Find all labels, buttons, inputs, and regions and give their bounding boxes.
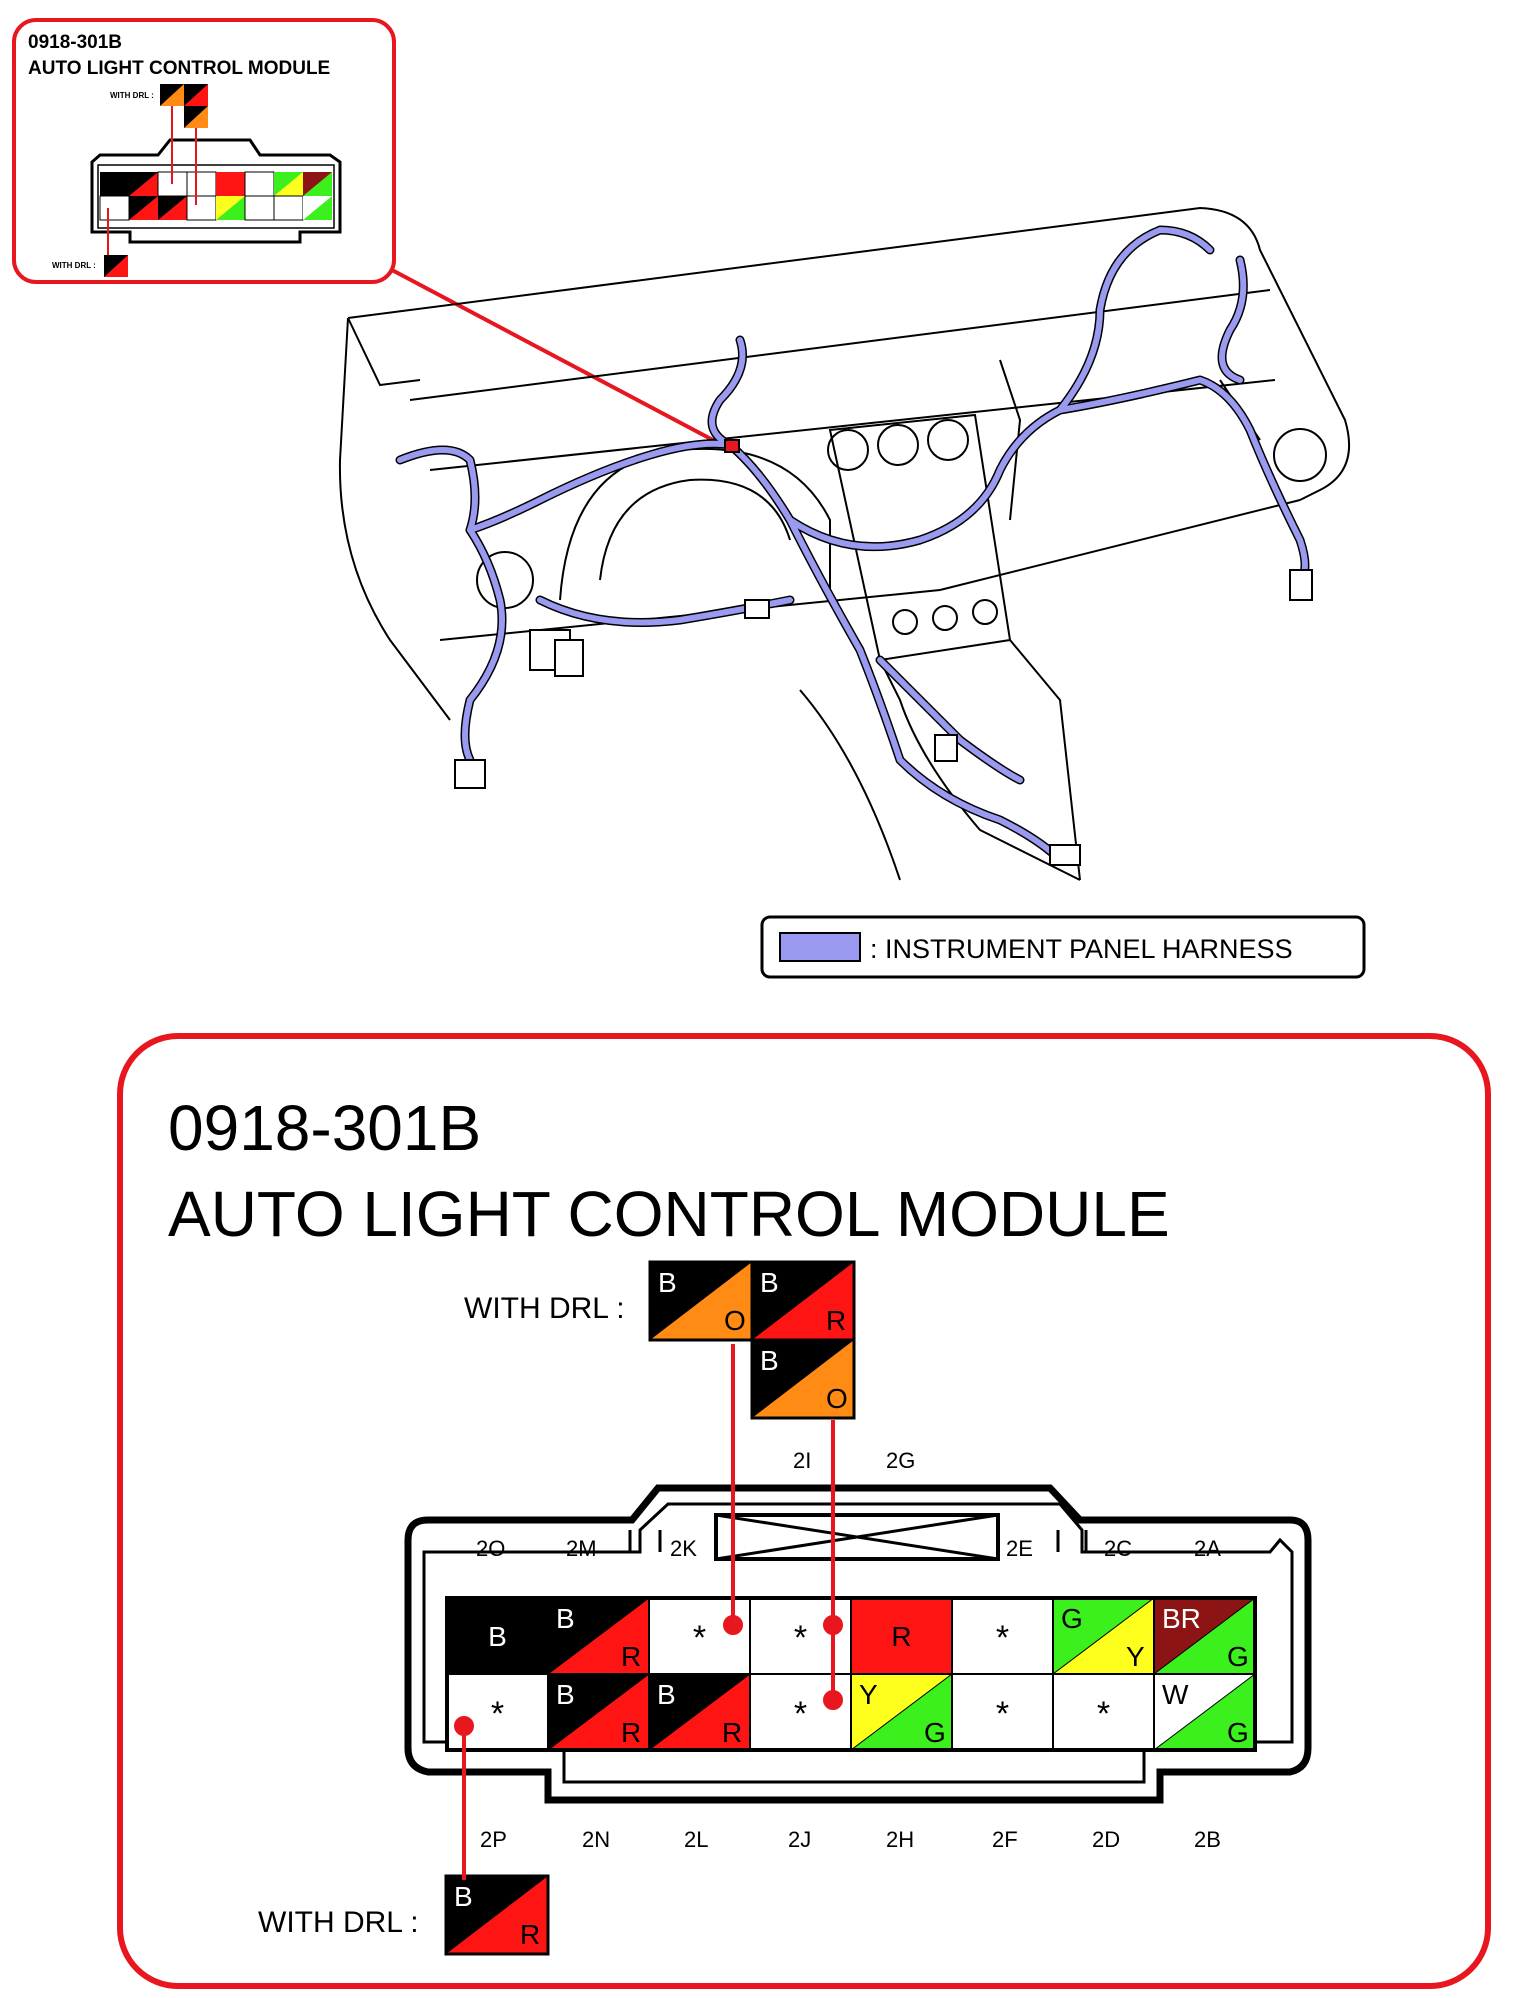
pin-cell-2H: YG <box>849 1672 953 1751</box>
pin-wire-code-primary: B <box>556 1603 575 1634</box>
pin-label-2P: 2P <box>480 1827 507 1852</box>
instrument-panel-harness-fill <box>397 227 1308 863</box>
pin-cell-2B: WG <box>1152 1672 1256 1751</box>
pin-cell-2J: * <box>749 1673 852 1751</box>
drl-wire-code-primary: B <box>760 1267 779 1298</box>
inset-drl-wire-4 <box>104 255 128 277</box>
pin-wire-code: * <box>693 1619 706 1657</box>
legend-label: : INSTRUMENT PANEL HARNESS <box>870 934 1293 964</box>
pin-wire-code-primary: B <box>657 1679 676 1710</box>
drl-jumper-lines <box>454 1344 843 1880</box>
pin-wire-code-stripe: G <box>924 1717 946 1748</box>
pin-label-2C: 2C <box>1104 1536 1132 1561</box>
pin-label-2K: 2K <box>670 1536 697 1561</box>
pin-wire-code-stripe: R <box>621 1641 641 1672</box>
pin-cell-2G: R <box>850 1597 953 1675</box>
pin-wire-code: * <box>794 1695 807 1733</box>
drl-wire-code-stripe: R <box>826 1305 846 1336</box>
pin-cell-2M: BR <box>546 1596 650 1675</box>
pin-wire-code-stripe: G <box>1227 1717 1249 1748</box>
drl-wire-code-primary: B <box>760 1345 779 1376</box>
pin-wire-code-primary: B <box>488 1621 507 1652</box>
pin-label-2A: 2A <box>1194 1536 1221 1561</box>
drl-wire-code-primary: B <box>454 1881 473 1912</box>
pin-wire-code: * <box>491 1695 504 1733</box>
legend-swatch <box>779 932 861 962</box>
pin-wire-code-stripe: G <box>1227 1641 1249 1672</box>
inset-code: 0918-301B <box>28 32 122 53</box>
pin-labels-top: 2I 2G 2O 2M 2K 2E 2C 2A <box>476 1448 1221 1561</box>
harness-connectors <box>454 439 1313 866</box>
drl-wire-code-stripe: R <box>520 1919 540 1950</box>
pin-label-2E: 2E <box>1006 1536 1033 1561</box>
callout-leader-line <box>391 268 729 450</box>
module-title: AUTO LIGHT CONTROL MODULE <box>168 1178 1170 1250</box>
drl-wire-code-primary: B <box>658 1267 677 1298</box>
pin-wire-code: * <box>794 1619 807 1657</box>
inset-drl-wire-1 <box>160 84 184 106</box>
pin-wire-code-stripe: Y <box>1126 1641 1145 1672</box>
pin-wire-code: * <box>1097 1695 1110 1733</box>
with-drl-label-bottom: WITH DRL : <box>258 1906 419 1939</box>
vent-right <box>1273 428 1327 482</box>
pin-cell-2N: BR <box>546 1672 650 1751</box>
drl-wire-code-stripe: O <box>724 1305 746 1336</box>
pin-wire-code-primary: BR <box>1162 1603 1201 1634</box>
pin-label-2H: 2H <box>886 1827 914 1852</box>
pin-cell-2L: BR <box>647 1672 751 1751</box>
harness-legend: : INSTRUMENT PANEL HARNESS <box>760 915 1366 979</box>
inset-callout: 0918-301B AUTO LIGHT CONTROL MODULE WITH… <box>12 18 396 284</box>
pin-wire-code-primary: R <box>891 1621 911 1652</box>
inset-drl-wire-2 <box>184 84 208 106</box>
pin-wire-code-primary: B <box>556 1679 575 1710</box>
pin-cell-2D: * <box>1052 1673 1155 1751</box>
pin-label-2B: 2B <box>1194 1827 1221 1852</box>
inset-title: AUTO LIGHT CONTROL MODULE <box>28 58 330 79</box>
module-code: 0918-301B <box>168 1092 481 1164</box>
inset-pin-grid <box>99 171 332 221</box>
pin-label-2M: 2M <box>566 1536 597 1561</box>
pin-label-2F: 2F <box>992 1827 1018 1852</box>
drl-wire-4: BR <box>444 1874 550 1956</box>
pin-label-2G: 2G <box>886 1448 915 1473</box>
drl-wire-code-stripe: O <box>826 1383 848 1414</box>
pin-wire-code-primary: G <box>1061 1603 1083 1634</box>
pin-wire-code-stripe: R <box>621 1717 641 1748</box>
pin-wire-code: * <box>996 1619 1009 1657</box>
pin-wire-code-primary: Y <box>859 1679 878 1710</box>
pin-wire-code: * <box>996 1695 1009 1733</box>
pin-label-2O: 2O <box>476 1536 505 1561</box>
pin-cell-2E: * <box>951 1597 1054 1675</box>
pin-wire-code-stripe: R <box>722 1717 742 1748</box>
inset-with-drl-label-top: WITH DRL : <box>110 91 154 100</box>
drl-wire-1: BO <box>648 1260 754 1342</box>
vent-1 <box>827 429 869 471</box>
pin-label-2I: 2I <box>793 1448 811 1473</box>
pin-label-2N: 2N <box>582 1827 610 1852</box>
inset-with-drl-label-bottom: WITH DRL : <box>52 261 96 270</box>
pin-cell-2C: GY <box>1051 1596 1155 1675</box>
pin-labels-bottom: 2P 2N 2L 2J 2H 2F 2D 2B <box>480 1827 1221 1852</box>
pin-cell-2I: * <box>749 1597 852 1675</box>
pin-cell-2A: BR G <box>1152 1596 1256 1675</box>
inset-drl-wire-3 <box>184 106 208 128</box>
with-drl-label-top: WITH DRL : <box>464 1292 625 1325</box>
pin-wire-code-primary: W <box>1162 1679 1189 1710</box>
vent-2 <box>877 424 919 466</box>
pin-label-2J: 2J <box>788 1827 811 1852</box>
pin-cell-2F: * <box>951 1673 1054 1751</box>
pin-label-2D: 2D <box>1092 1827 1120 1852</box>
vent-3 <box>927 419 969 461</box>
pin-label-2L: 2L <box>684 1827 708 1852</box>
drl-wire-2: BR <box>750 1260 856 1342</box>
drl-wire-3: BO <box>750 1338 856 1420</box>
pin-cell-2O: B <box>446 1597 549 1675</box>
